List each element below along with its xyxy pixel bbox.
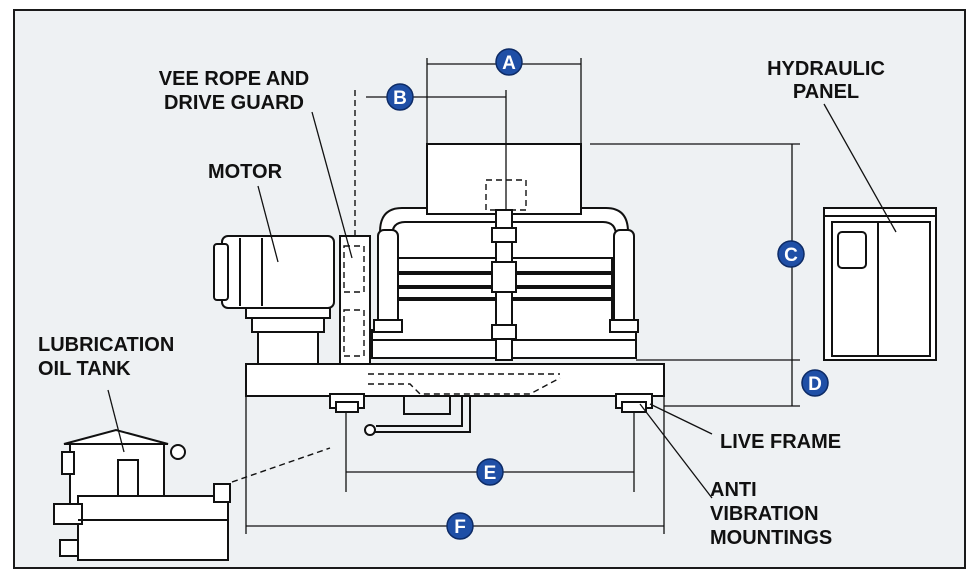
lubrication-oil-tank (53, 428, 231, 561)
marker-b: B (386, 83, 414, 111)
label-motor-text: MOTOR (208, 161, 283, 183)
label-anti-line2: VIBRATION (710, 503, 819, 525)
label-lubrication-oil-tank: LUBRICATION OIL TANK (38, 334, 174, 380)
label-lubrication-line1: LUBRICATION (38, 334, 174, 356)
label-anti-line3: MOUNTINGS (710, 527, 832, 549)
marker-e-label: E (484, 463, 497, 484)
live-frame (245, 363, 665, 413)
marker-a: A (495, 48, 523, 76)
marker-f: F (446, 512, 474, 540)
marker-a-label: A (502, 53, 516, 74)
label-vee-rope-line2: DRIVE GUARD (164, 92, 304, 114)
hydraulic-panel (823, 207, 937, 361)
label-anti-line1: ANTI (710, 479, 757, 501)
label-hydraulic-line1: HYDRAULIC (767, 58, 885, 80)
marker-b-label: B (393, 88, 407, 109)
leader-lines (107, 103, 897, 499)
label-hydraulic-panel: HYDRAULIC PANEL (767, 58, 885, 103)
label-hydraulic-line2: PANEL (793, 81, 859, 103)
marker-d: D (801, 369, 829, 397)
label-vee-rope-drive-guard: VEE ROPE AND DRIVE GUARD (159, 68, 309, 114)
label-lubrication-line2: OIL TANK (38, 358, 131, 380)
label-live-frame: LIVE FRAME (720, 431, 841, 453)
marker-f-label: F (454, 517, 466, 538)
marker-c: C (777, 240, 805, 268)
motor (213, 235, 335, 365)
label-anti-vibration-mountings: ANTI VIBRATION MOUNTINGS (710, 479, 832, 549)
crusher-body (371, 143, 639, 361)
drive-guard (339, 235, 371, 365)
marker-e: E (476, 458, 504, 486)
label-vee-rope-line1: VEE ROPE AND (159, 68, 309, 90)
oil-pipe (364, 396, 471, 436)
label-live-frame-text: LIVE FRAME (720, 431, 841, 453)
marker-d-label: D (808, 374, 822, 395)
marker-c-label: C (784, 245, 798, 266)
label-motor: MOTOR (208, 161, 283, 183)
